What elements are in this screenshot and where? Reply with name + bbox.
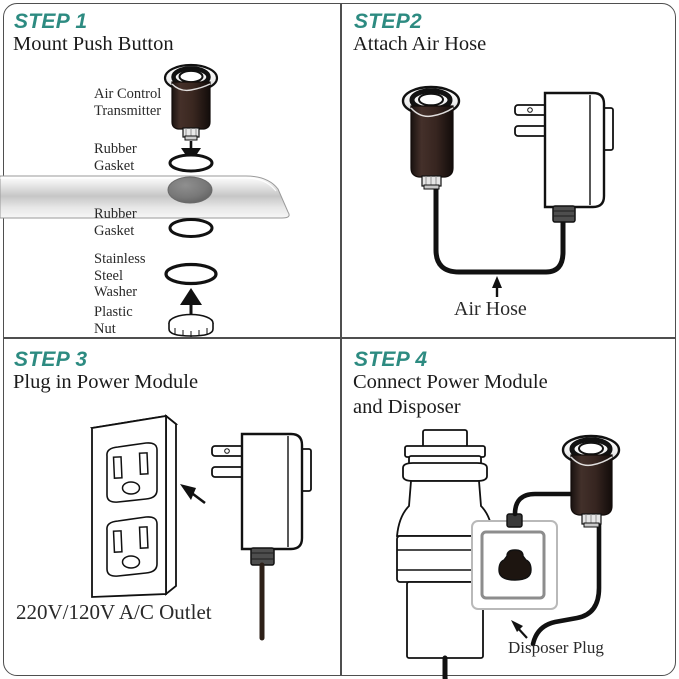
assembly-arrow-up (180, 288, 202, 316)
power-module-art (514, 91, 614, 223)
label-rubber-gasket-top: Rubber Gasket (94, 141, 137, 174)
label-air-control-transmitter: Air Control Transmitter (94, 86, 162, 119)
vertical-divider (340, 4, 342, 675)
panel-step-2: STEP2 Attach Air Hose (341, 0, 679, 337)
step-2-number: STEP2 (354, 10, 423, 33)
step-3-illustration (89, 414, 312, 641)
countertop-hole (167, 176, 213, 204)
air-hose-art (433, 183, 566, 275)
step-1-title: Mount Push Button (13, 33, 174, 55)
panel-step-4: STEP 4 Connect Power Module and Disposer (341, 338, 679, 679)
push-button-art (561, 434, 621, 528)
plastic-nut-art (168, 313, 214, 337)
power-module-art (211, 432, 312, 641)
step-4-title: Connect Power Module and Disposer (353, 371, 548, 418)
push-button-art (401, 85, 461, 190)
caption-ac-outlet: 220V/120V A/C Outlet (16, 600, 212, 624)
panel-step-3: STEP 3 Plug in Power Module (0, 338, 340, 679)
panel-step-1: STEP 1 Mount Push Button (0, 0, 340, 337)
step-1-illustration (0, 63, 290, 337)
caption-disposer-plug: Disposer Plug (508, 638, 604, 657)
countertop (0, 175, 290, 219)
disposer-art (396, 429, 494, 659)
caption-air-hose: Air Hose (454, 298, 527, 320)
step-2-illustration (401, 85, 614, 297)
air-control-transmitter-art (163, 63, 219, 141)
label-stainless-steel-washer: Stainless Steel Washer (94, 251, 146, 300)
wall-receptacle-art (471, 513, 558, 610)
stainless-steel-washer-art (164, 262, 218, 286)
push-button-cable (512, 491, 602, 647)
horizontal-divider (4, 337, 675, 339)
disposer-plug-pointer (511, 620, 528, 639)
step-1-number: STEP 1 (14, 10, 88, 33)
step-4-illustration (396, 429, 621, 679)
label-plastic-nut: Plastic Nut (94, 304, 133, 337)
step-3-title: Plug in Power Module (13, 371, 199, 393)
insert-arrow (180, 484, 206, 505)
ac-outlet-art (89, 414, 179, 598)
air-hose-pointer (492, 276, 502, 297)
step-3-number: STEP 3 (14, 348, 88, 371)
label-rubber-gasket-bottom: Rubber Gasket (94, 206, 137, 239)
rubber-gasket-bottom-art (168, 218, 214, 238)
step-2-title: Attach Air Hose (353, 33, 487, 55)
step-4-number: STEP 4 (354, 348, 428, 371)
rubber-gasket-top-art (168, 153, 214, 173)
disposer-cord (442, 655, 448, 679)
